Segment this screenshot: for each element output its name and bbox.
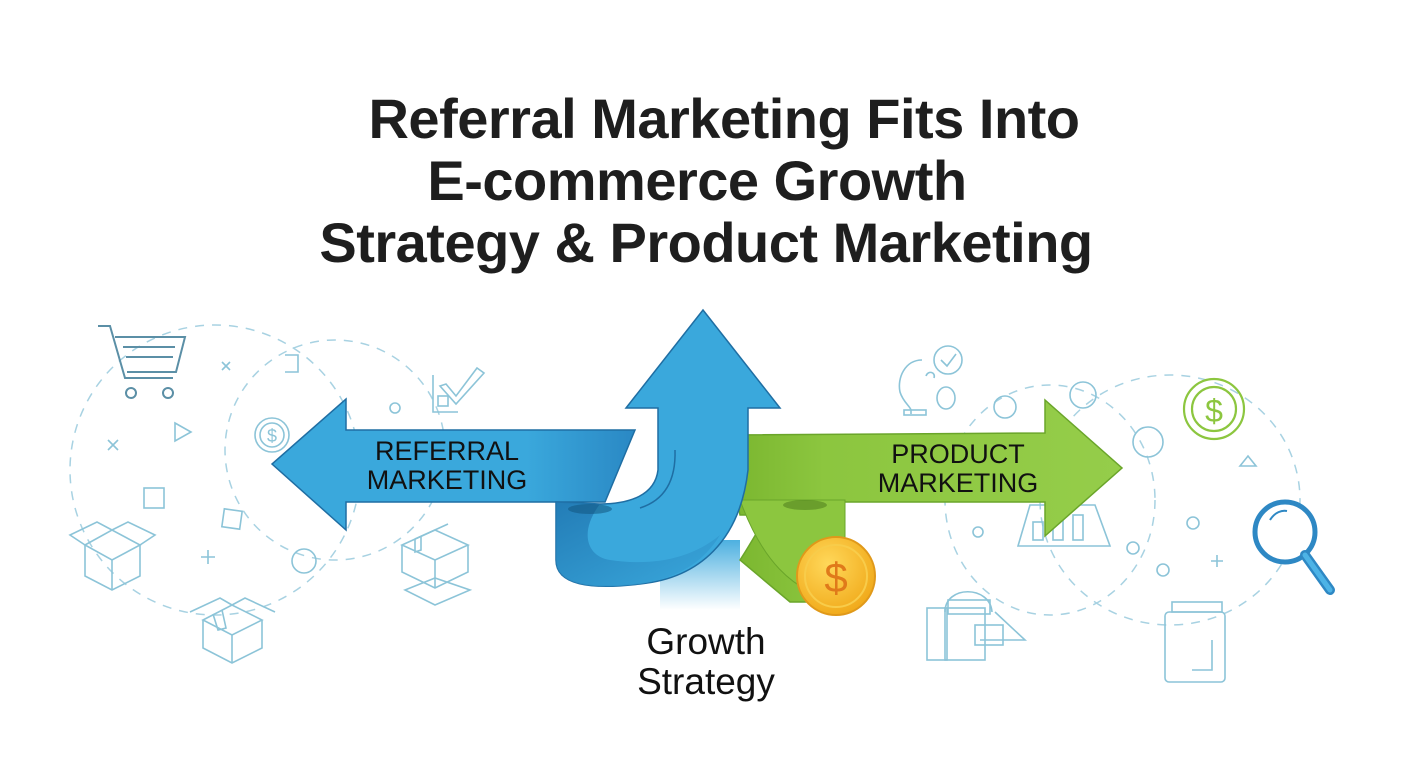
plus-icon xyxy=(1211,555,1223,567)
x-mark-icon xyxy=(107,361,231,451)
magnifier-icon xyxy=(1252,499,1335,595)
plus-icon xyxy=(201,550,215,564)
box-on-platform-icon xyxy=(400,523,473,606)
referral-label-line-1: REFERRAL xyxy=(374,436,520,466)
product-marketing-label: PRODUCT MARKETING xyxy=(868,440,1048,498)
node-circle-icon xyxy=(291,548,317,574)
title-line-1: Referral Marketing Fits Into xyxy=(368,87,1080,150)
person-package-icon xyxy=(926,590,1028,661)
shopping-cart-icon xyxy=(98,325,187,399)
triangle-icon xyxy=(1238,454,1258,467)
lightbulb-check-icon xyxy=(898,345,963,416)
growth-strategy-label: Growth Strategy xyxy=(606,622,806,702)
title-line-3: Strategy & Product Marketing xyxy=(319,211,1093,274)
svg-text:$: $ xyxy=(267,426,277,446)
product-label-line-1: PRODUCT xyxy=(891,439,1025,469)
title-line-2: E-commerce Growth xyxy=(427,149,967,212)
dollar-coin-icon: $ xyxy=(254,417,290,453)
svg-text:$: $ xyxy=(1205,393,1223,429)
product-marketing-arrow[interactable] xyxy=(724,398,1124,603)
small-square-icon xyxy=(220,507,244,531)
triangle-play-icon xyxy=(174,421,193,443)
gold-dollar-coin-icon: $ xyxy=(796,536,876,616)
page-title: Referral Marketing Fits Into E-commerce … xyxy=(0,88,1408,274)
jar-icon xyxy=(1164,601,1226,683)
square-icon xyxy=(143,487,165,509)
svg-text:$: $ xyxy=(824,554,847,601)
open-box-icon xyxy=(68,521,157,591)
taped-box-icon xyxy=(189,597,276,664)
growth-strategy-arrow[interactable] xyxy=(555,308,782,588)
green-dollar-coin-icon: $ xyxy=(1182,377,1246,441)
referral-label-line-2: MARKETING xyxy=(366,465,528,495)
product-label-line-2: MARKETING xyxy=(877,468,1039,498)
referral-marketing-label: REFERRAL MARKETING xyxy=(352,437,542,495)
growth-label-line-2: Strategy xyxy=(637,661,775,702)
growth-label-line-1: Growth xyxy=(646,621,766,662)
chart-check-icon xyxy=(432,366,486,413)
